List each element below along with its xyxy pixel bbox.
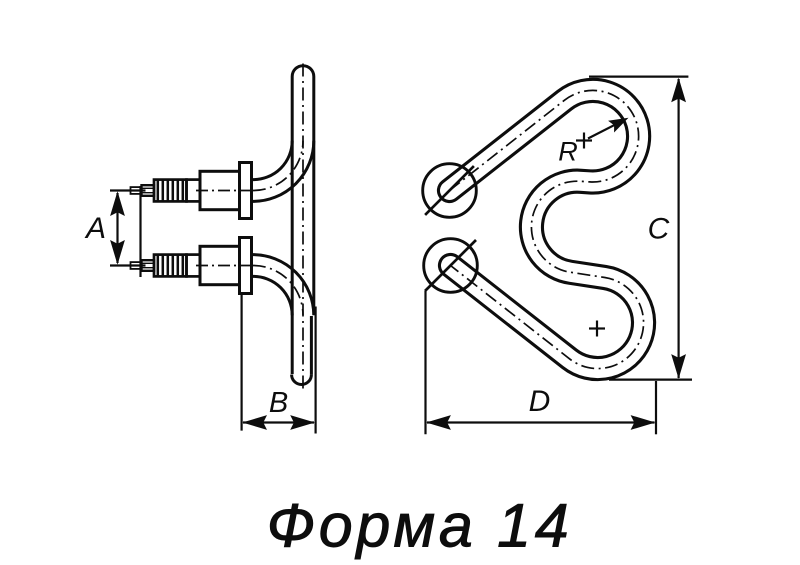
svg-text:R: R <box>558 137 578 167</box>
svg-text:Форма 14: Форма 14 <box>267 492 573 560</box>
svg-text:A: A <box>84 212 106 245</box>
svg-text:B: B <box>269 387 288 419</box>
svg-text:D: D <box>529 385 551 418</box>
svg-text:C: C <box>648 213 670 246</box>
